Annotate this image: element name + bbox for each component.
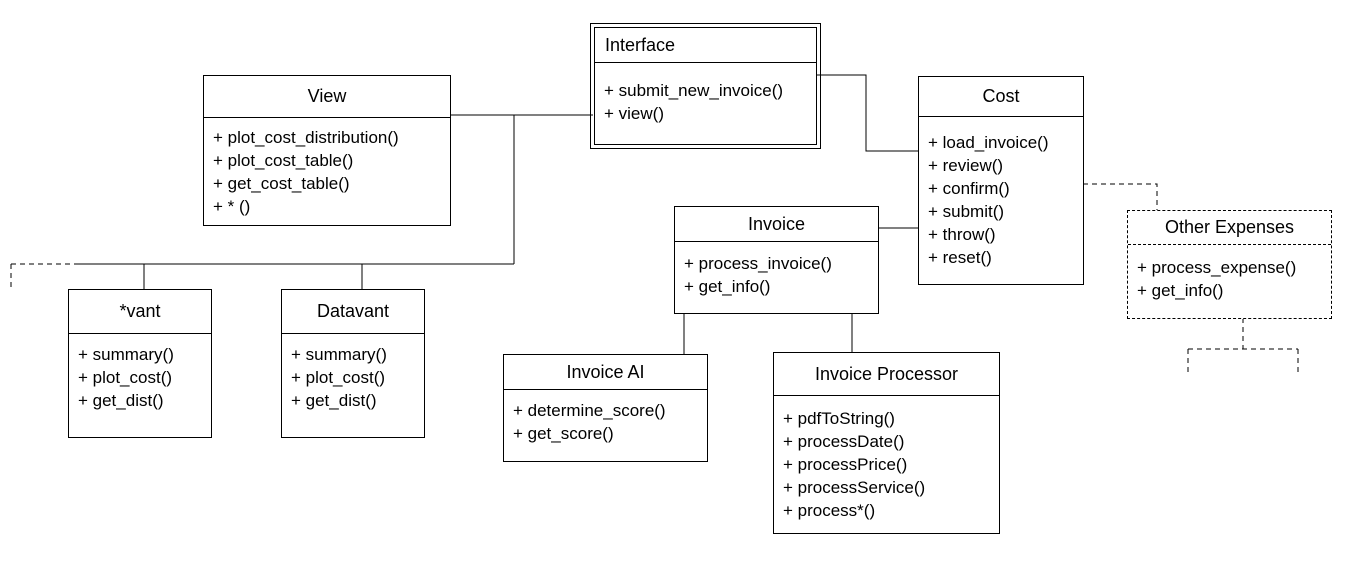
- method: + plot_cost(): [291, 368, 386, 387]
- class-invoice-methods: + process_invoice() + get_info(): [675, 242, 878, 298]
- class-vant-methods: + summary() + plot_cost() + get_dist(): [69, 334, 211, 412]
- method: + pdfToString(): [783, 409, 895, 428]
- class-view-title: View: [204, 76, 450, 118]
- class-view-methods: + plot_cost_distribution() + plot_cost_t…: [204, 118, 450, 218]
- method: + submit(): [928, 202, 1005, 221]
- method: + view(): [604, 104, 664, 123]
- method: + plot_cost_distribution(): [213, 128, 399, 147]
- method: + get_dist(): [78, 391, 164, 410]
- method: + get_info(): [684, 277, 771, 296]
- method: + process_expense(): [1137, 258, 1297, 277]
- method: + get_info(): [1137, 281, 1224, 300]
- class-interface-methods: + submit_new_invoice() + view(): [595, 63, 816, 125]
- method: + confirm(): [928, 179, 1010, 198]
- class-interface: Interface + submit_new_invoice() + view(…: [590, 23, 821, 149]
- method: + get_dist(): [291, 391, 377, 410]
- class-cost-methods: + load_invoice() + review() + confirm() …: [919, 117, 1083, 269]
- class-invoice-ai-methods: + determine_score() + get_score(): [504, 390, 707, 445]
- class-other-expenses-methods: + process_expense() + get_info(): [1128, 245, 1331, 302]
- method: + process*(): [783, 501, 876, 520]
- method: + submit_new_invoice(): [604, 81, 784, 100]
- class-invoice-title: Invoice: [675, 207, 878, 242]
- method: + plot_cost_table(): [213, 151, 354, 170]
- class-vant-title: *vant: [69, 290, 211, 334]
- method: + process_invoice(): [684, 254, 832, 273]
- method: + review(): [928, 156, 1004, 175]
- method: + throw(): [928, 225, 996, 244]
- method: + processService(): [783, 478, 926, 497]
- method: + reset(): [928, 248, 992, 267]
- method: + * (): [213, 197, 251, 216]
- class-invoice-processor: Invoice Processor + pdfToString() + proc…: [773, 352, 1000, 534]
- method: + processPrice(): [783, 455, 908, 474]
- connector-interface-cost: [817, 74, 919, 152]
- class-interface-title: Interface: [595, 28, 816, 63]
- method: + summary(): [78, 345, 174, 364]
- class-view: View + plot_cost_distribution() + plot_c…: [203, 75, 451, 226]
- connector-cost-other-expenses: [1083, 183, 1158, 211]
- method: + get_cost_table(): [213, 174, 350, 193]
- method: + summary(): [291, 345, 387, 364]
- class-invoice-processor-title: Invoice Processor: [774, 353, 999, 396]
- class-other-expenses-title: Other Expenses: [1128, 211, 1331, 245]
- class-invoice-ai-title: Invoice AI: [504, 355, 707, 390]
- method: + get_score(): [513, 424, 614, 443]
- method: + plot_cost(): [78, 368, 173, 387]
- class-invoice-ai: Invoice AI + determine_score() + get_sco…: [503, 354, 708, 462]
- class-invoice: Invoice + process_invoice() + get_info(): [674, 206, 879, 314]
- class-invoice-processor-methods: + pdfToString() + processDate() + proces…: [774, 396, 999, 522]
- method: + load_invoice(): [928, 133, 1049, 152]
- class-cost: Cost + load_invoice() + review() + confi…: [918, 76, 1084, 285]
- method: + determine_score(): [513, 401, 666, 420]
- class-vant: *vant + summary() + plot_cost() + get_di…: [68, 289, 212, 438]
- method: + processDate(): [783, 432, 905, 451]
- class-datavant: Datavant + summary() + plot_cost() + get…: [281, 289, 425, 438]
- class-datavant-methods: + summary() + plot_cost() + get_dist(): [282, 334, 424, 412]
- class-datavant-title: Datavant: [282, 290, 424, 334]
- class-cost-title: Cost: [919, 77, 1083, 117]
- class-other-expenses: Other Expenses + process_expense() + get…: [1127, 210, 1332, 319]
